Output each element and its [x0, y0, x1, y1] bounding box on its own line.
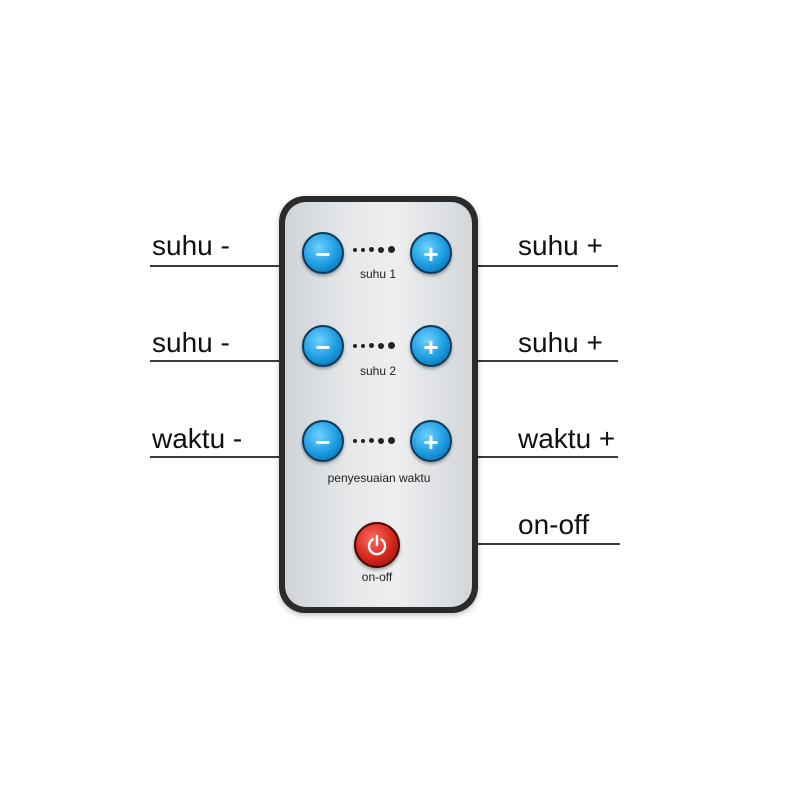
callout-line-row2-left	[150, 360, 320, 362]
plus-icon: +	[423, 427, 439, 457]
minus-icon: −	[315, 239, 331, 269]
label-row3-right: waktu +	[518, 423, 616, 454]
row1-level-dots	[353, 246, 395, 253]
label-row1-left: suhu -	[152, 230, 230, 261]
level-dot	[378, 342, 384, 349]
level-dot	[361, 438, 365, 443]
row1-minus-button[interactable]: −	[302, 232, 344, 274]
level-dot	[361, 343, 365, 348]
row2-minus-button[interactable]: −	[302, 325, 344, 367]
row2-caption: suhu 2	[359, 364, 397, 378]
level-dot	[353, 247, 357, 252]
row3-plus-button[interactable]: +	[410, 420, 452, 462]
level-dot	[369, 247, 374, 252]
callout-line-row2-right	[430, 360, 618, 362]
power-button[interactable]	[354, 522, 400, 568]
level-dot	[361, 247, 365, 252]
callout-line-row3-right	[430, 456, 618, 458]
row3-minus-button[interactable]: −	[302, 420, 344, 462]
callout-line-power	[380, 543, 620, 545]
minus-icon: −	[315, 427, 331, 457]
callout-line-row3-left	[150, 456, 320, 458]
callout-line-row1-left	[150, 265, 320, 267]
power-caption: on-off	[361, 570, 393, 584]
plus-icon: +	[423, 239, 439, 269]
row1-plus-button[interactable]: +	[410, 232, 452, 274]
level-dot	[353, 438, 357, 443]
level-dot	[378, 437, 384, 444]
minus-icon: −	[315, 332, 331, 362]
row3-caption: penyesuaian waktu	[327, 471, 431, 485]
label-power: on-off	[518, 509, 590, 540]
level-dot	[378, 246, 384, 253]
plus-icon: +	[423, 332, 439, 362]
row2-plus-button[interactable]: +	[410, 325, 452, 367]
label-row2-right: suhu +	[518, 327, 603, 358]
power-icon	[367, 534, 387, 556]
level-dot	[369, 438, 374, 443]
row2-level-dots	[353, 342, 395, 349]
level-dot	[388, 437, 395, 444]
level-dot	[388, 342, 395, 349]
label-row2-left: suhu -	[152, 327, 230, 358]
level-dot	[388, 246, 395, 253]
row1-caption: suhu 1	[359, 267, 397, 281]
callout-line-row1-right	[430, 265, 618, 267]
level-dot	[369, 343, 374, 348]
label-row1-right: suhu +	[518, 230, 603, 261]
label-row3-left: waktu -	[152, 423, 243, 454]
row3-level-dots	[353, 437, 395, 444]
level-dot	[353, 343, 357, 348]
